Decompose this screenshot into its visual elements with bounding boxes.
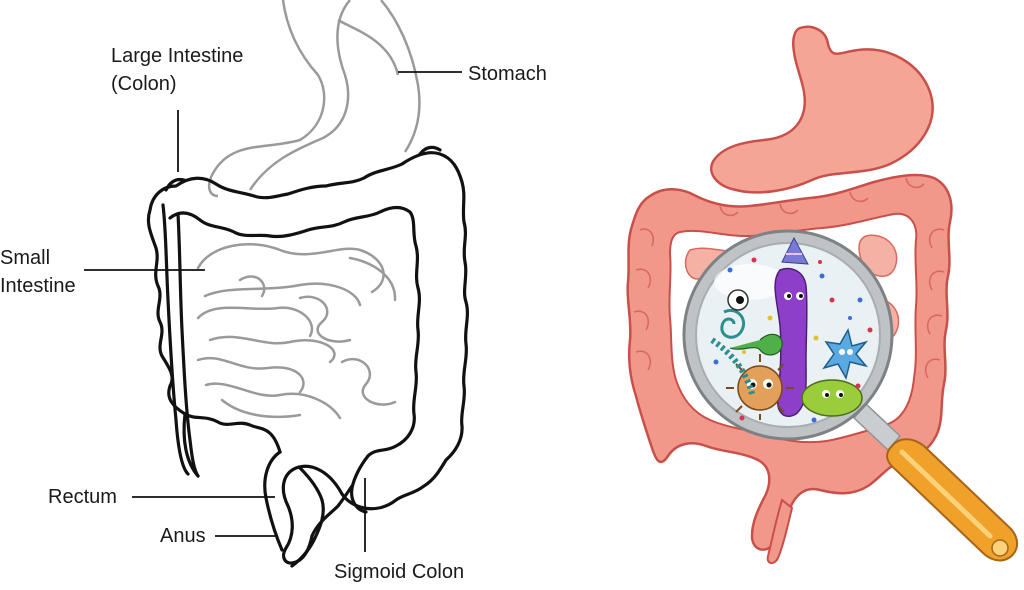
label-stomach: Stomach — [468, 63, 547, 85]
large-intestine-outline — [146, 145, 470, 568]
small-intestine-coils — [196, 242, 397, 420]
haustra-lines — [633, 177, 945, 379]
line-diagram — [84, 0, 470, 568]
label-large-intestine: Large Intestine (Colon) — [111, 42, 243, 98]
label-anus: Anus — [160, 525, 206, 547]
label-small-intestine-line2: Intestine — [0, 275, 76, 297]
label-rectum: Rectum — [48, 486, 117, 508]
label-sigmoid-colon: Sigmoid Colon — [334, 561, 465, 583]
leader-lines — [84, 71, 462, 552]
rectum-colored — [766, 498, 794, 564]
colored-diagram — [626, 25, 1019, 564]
label-small-intestine: Small Intestine — [0, 244, 76, 300]
stomach-shape — [710, 25, 934, 194]
label-large-intestine-line2: (Colon) — [111, 73, 177, 95]
label-small-intestine-line1: Small — [0, 247, 51, 269]
stomach-outline — [207, 0, 421, 198]
label-large-intestine-line1: Large Intestine — [111, 45, 244, 67]
bacteria-icon — [710, 236, 873, 423]
